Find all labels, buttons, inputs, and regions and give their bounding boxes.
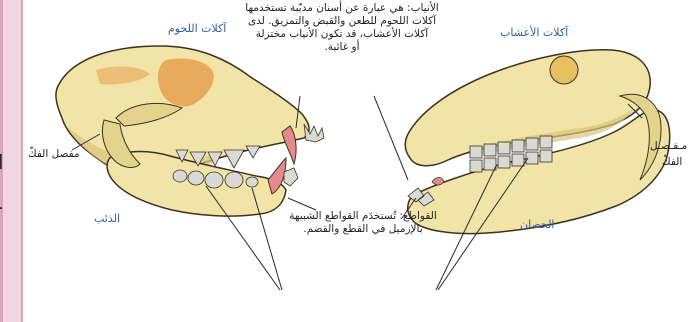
label-herbivores: آكلات الأعشاب <box>500 26 568 40</box>
incisors-note: القواطع: تُستخدَم القواطع الشبيهة بالإزم… <box>268 210 458 236</box>
label-jaw-joint-left: مفصل الفكّ <box>28 148 80 161</box>
canines-note-line-1: الأنياب: هي عبارة عن أسنان مدبّبة تستخدم… <box>232 2 452 15</box>
label-jaw-joint-right-line2: الفكّ <box>662 156 682 169</box>
canines-note-line-2: آكلات اللحوم للطعن والقبض والتمزيق. لدى <box>232 15 452 28</box>
incisors-note-line-1: القواطع: تُستخدَم القواطع الشبيهة <box>268 210 458 223</box>
wolf-skull <box>56 46 324 216</box>
horse-skull <box>405 50 669 234</box>
canines-note-line-4: أو غائبة. <box>232 41 452 54</box>
incisors-note-line-2: بالإزميل في القطع والقضم. <box>268 223 458 236</box>
wolf-lower-incisors <box>284 168 298 186</box>
label-jaw-joint-right-line1: مـفـصـل <box>650 140 687 153</box>
label-wolf: الذئب <box>94 212 120 226</box>
label-carnivores: آكلات اللحوم <box>168 22 226 36</box>
horse-canine <box>432 178 444 186</box>
canines-note: الأنياب: هي عبارة عن أسنان مدبّبة تستخدم… <box>232 2 452 55</box>
label-horse: الحصان <box>520 218 554 232</box>
canines-note-line-3: آكلات الأعشاب، قد تكون الأنياب مختزلة <box>232 28 452 41</box>
leader-incisor-wolf <box>288 198 316 210</box>
leader-canine-horse <box>374 96 408 180</box>
horse-eye-orbit <box>550 56 578 84</box>
